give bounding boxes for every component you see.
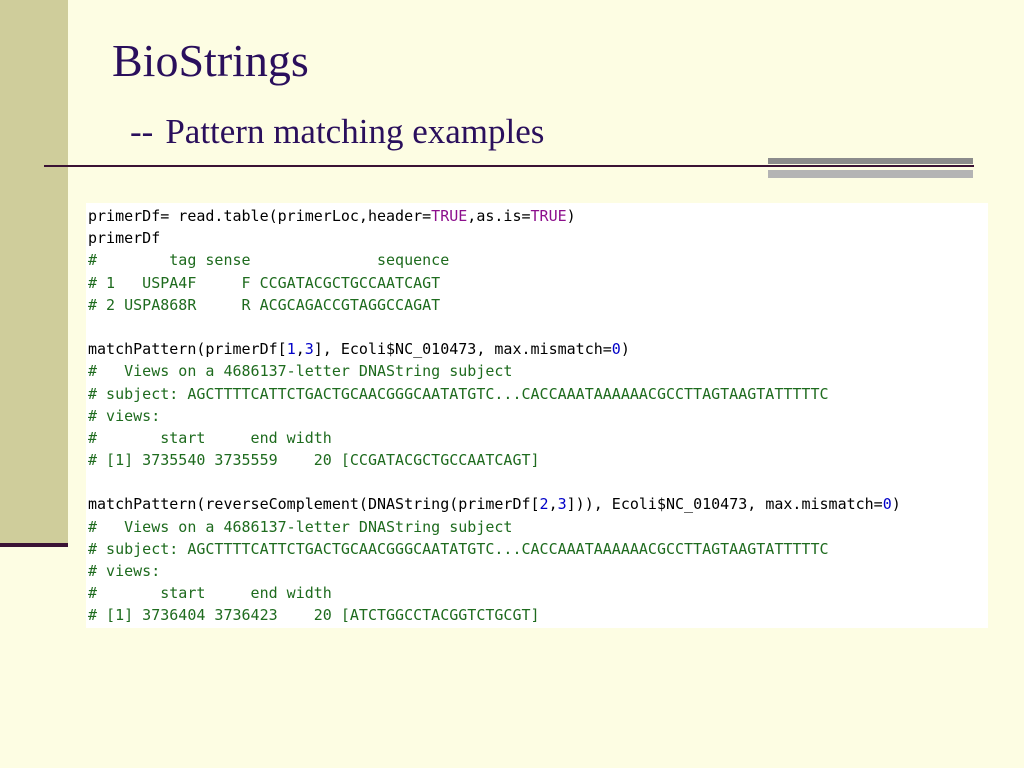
code-keyword: TRUE <box>530 207 567 225</box>
code-line-12: # [1] 3735540 3735559 20 [CCGATACGCTGCCA… <box>88 451 540 470</box>
title-divider <box>44 165 974 167</box>
divider-accent-dark <box>768 158 973 164</box>
code-line-blank <box>88 316 988 338</box>
code-line-11: # start end width <box>88 428 332 447</box>
code-text: , <box>295 340 305 359</box>
subtitle-text: Pattern matching examples <box>165 112 545 151</box>
left-bar-divider <box>0 543 68 547</box>
code-number: 1 <box>286 340 296 359</box>
slide-title: BioStrings <box>112 35 309 86</box>
code-line-15: # Views on a 4686137-letter DNAString su… <box>88 517 513 536</box>
code-block: primerDf= read.table(primerLoc,header=TR… <box>86 203 988 628</box>
code-text: ,as.is= <box>467 207 531 225</box>
code-text: ) <box>891 495 901 514</box>
code-number: 3 <box>304 340 314 359</box>
code-text: , <box>548 495 558 514</box>
code-line-16: # subject: AGCTTTTCATTCTGACTGCAACGGGCAAT… <box>88 539 829 558</box>
code-line-7: matchPattern(primerDf[1,3], Ecoli$NC_010… <box>88 338 988 360</box>
code-line-8: # Views on a 4686137-letter DNAString su… <box>88 362 513 381</box>
code-keyword: TRUE <box>431 207 468 225</box>
code-line-19: # [1] 3736404 3736423 20 [ATCTGGCCTACGGT… <box>88 606 540 625</box>
code-number: 2 <box>539 495 549 514</box>
code-line-1: primerDf= read.table(primerLoc,header=TR… <box>88 205 988 227</box>
left-accent-bar <box>0 0 68 545</box>
code-line-18: # start end width <box>88 584 332 603</box>
code-number: 3 <box>557 495 567 514</box>
code-line-5: # 2 USPA868R R ACGCAGACCGTAGGCCAGAT <box>88 295 441 314</box>
code-text: matchPattern(primerDf[ <box>88 340 287 359</box>
subtitle-prefix: -- <box>130 112 154 151</box>
code-line-4: # 1 USPA4F F CCGATACGCTGCCAATCAGT <box>88 273 441 292</box>
code-text: matchPattern(reverseComplement(DNAString… <box>88 495 540 514</box>
code-line-17: # views: <box>88 562 161 580</box>
code-text: ) <box>566 207 576 225</box>
code-line-10: # views: <box>88 406 161 425</box>
slide-subtitle: -- Pattern matching examples <box>130 114 544 149</box>
code-line-2: primerDf <box>88 229 161 248</box>
code-line-3: # tag sense sequence <box>88 251 450 270</box>
code-text: primerDf= read.table(primerLoc,header= <box>88 207 432 225</box>
code-line-14: matchPattern(reverseComplement(DNAString… <box>88 493 988 515</box>
code-text: ) <box>620 340 630 359</box>
code-text: ])), Ecoli$NC_010473, max.mismatch= <box>566 495 883 514</box>
divider-accent-light <box>768 170 973 178</box>
code-number: 0 <box>882 495 892 514</box>
code-number: 0 <box>611 340 621 359</box>
code-line-blank <box>88 471 988 493</box>
code-text: ], Ecoli$NC_010473, max.mismatch= <box>313 340 612 359</box>
code-line-9: # subject: AGCTTTTCATTCTGACTGCAACGGGCAAT… <box>88 384 829 403</box>
